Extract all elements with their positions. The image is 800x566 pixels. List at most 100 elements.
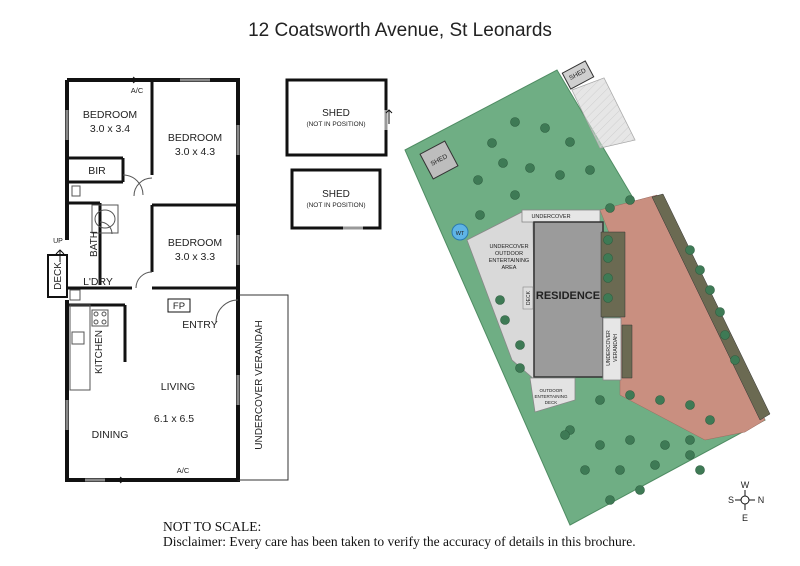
tree-icon [473,175,483,185]
sink-icon [71,331,85,345]
tree-icon [625,195,635,205]
tree-icon [560,430,570,440]
door-swings [99,174,239,323]
shed-2-label: SHED [322,189,350,200]
tree-icon [625,435,635,445]
tree-icon [580,465,590,475]
water-tank-icon [451,223,469,241]
verandah-strip [602,317,622,381]
compass-n: N [758,495,765,505]
hotplate-icon [101,319,107,325]
tree-icon [595,395,605,405]
arrow-icon [385,109,393,124]
tree-icon [625,390,635,400]
tree-icon [655,395,665,405]
verandah-label: UNDERCOVER VERANDAH [254,320,265,449]
shed-2-note: (NOT IN POSITION) [306,202,365,209]
disclaimer-text: Disclaimer: Every care has been taken to… [163,534,636,549]
hedge-block [600,231,626,318]
trees [473,117,740,505]
tree-icon [705,285,715,295]
laundry-label: L'DRY [83,276,113,288]
deck-strip [522,286,534,310]
hotplate-icon [101,311,107,317]
ac-bottom-label: A/C [177,466,190,475]
bath-label: BATH [89,231,100,257]
arrow-icon [55,249,65,262]
scale-note: NOT TO SCALE: [163,519,262,534]
residence-label: RESIDENCE [536,290,600,302]
bedroom3-size: 3.0 x 3.3 [175,251,215,263]
outdoor-area-label-2: OUTDOOR [495,251,523,257]
bottom-deck [529,377,576,413]
tree-icon [660,440,670,450]
driveway-fill [572,78,635,148]
hotplate-icon [93,319,99,325]
shed-1-note: (NOT IN POSITION) [306,121,365,128]
site-verandah-label-1: UNDERCOVER [606,330,612,366]
shed-top-box [561,60,595,90]
bedroom1-label: BEDROOM [83,109,137,121]
tree-icon [498,158,508,168]
sheds: SHED (NOT IN POSITION) SHED (NOT IN POSI… [285,78,393,230]
outdoor-area-label-4: AREA [502,265,517,271]
vanity [91,204,119,234]
tree-icon [603,293,613,303]
fireplace-label: FP [173,301,185,312]
arrow-icon [112,476,125,484]
tree-icon [615,465,625,475]
shed-1-label: SHED [322,108,350,119]
tree-icon [510,117,520,127]
hotplate-icon [93,311,99,317]
tree-icon [715,307,725,317]
hedge-block [621,324,633,379]
tree-icon [500,315,510,325]
bottom-deck-label-3: DECK [545,400,558,405]
entry-label: ENTRY [182,319,217,331]
compass-e: E [742,513,748,523]
toilet-icon [71,185,81,197]
shed-left-box [419,140,459,180]
kitchen-label: KITCHEN [94,330,105,374]
compass-w: W [741,480,750,490]
bottom-deck-label-1: OUTDOOR [540,388,564,393]
tree-icon [515,340,525,350]
tree-icon [585,165,595,175]
tree-icon [685,245,695,255]
tree-icon [605,495,615,505]
tree-icon [705,415,715,425]
tree-icon [595,440,605,450]
bir-label: BIR [88,165,106,177]
living-size: 6.1 x 6.5 [154,413,194,425]
water-tank-label: WT [456,231,465,237]
bedroom3-label: BEDROOM [168,237,222,249]
tree-icon [603,253,613,263]
deck-box [47,254,68,298]
tree-icon [565,137,575,147]
tree-icon [605,203,615,213]
dining-label: DINING [92,429,129,441]
page-title: 12 Coatsworth Avenue, St Leonards [248,20,552,41]
footer: NOT TO SCALE: Disclaimer: Every care has… [163,519,783,549]
bedroom2-label: BEDROOM [168,132,222,144]
arrow-icon [125,76,138,84]
tree-icon [475,210,485,220]
tree-icon [685,450,695,460]
tree-icon [555,170,565,180]
ac-top-label: A/C [131,86,144,95]
bottom-deck-label-2: ENTERTAINING [534,394,568,399]
tree-icon [540,123,550,133]
undercover-label: UNDERCOVER [531,214,570,220]
tree-icon [695,465,705,475]
kitchen-bench [69,304,91,391]
stove-icon [91,309,109,327]
site-verandah-label-2: VERANDAH [613,334,619,362]
outdoor-area-label-1: UNDERCOVER [489,244,528,250]
site-plan: SHED SHED WT UNDERCOVER UNDERCOVER OUTDO… [404,60,771,526]
tree-icon [730,355,740,365]
compass-s: S [728,495,734,505]
up-label: UP [53,238,63,245]
laundry-tub-icon [69,289,81,301]
fireplace-box [167,298,191,313]
